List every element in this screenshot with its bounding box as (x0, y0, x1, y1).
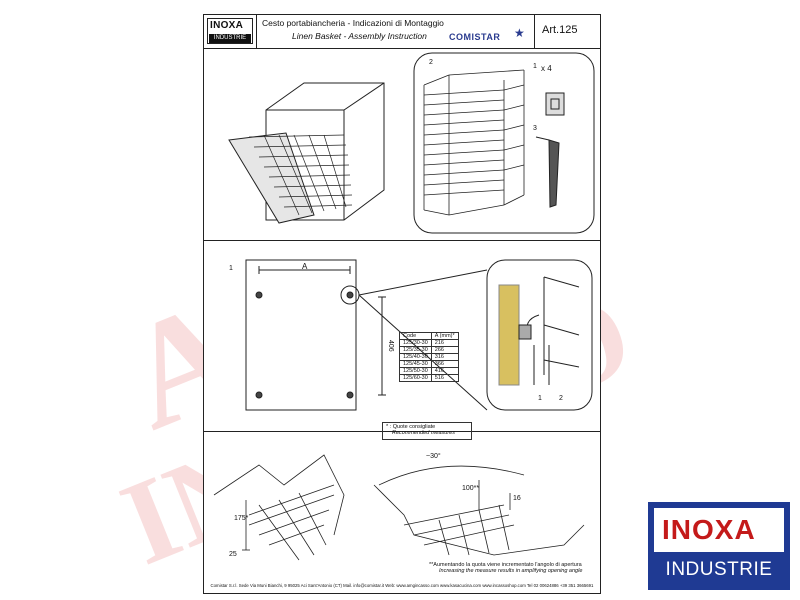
table-cell-code: 125/30-30 (399, 339, 432, 347)
side-view-right (373, 465, 585, 556)
sheet-footer: Comistar S.r.l. Sede Via Muni Bianchi, 9… (210, 583, 594, 588)
cabinet-illustration (228, 82, 385, 224)
dimension-height: 406 (387, 340, 394, 352)
opening-note-it: **Aumentando la quota viene incrementato… (429, 562, 582, 568)
brand-mark: INOXA INDUSTRIE (207, 18, 253, 44)
brand-name: INOXA (210, 20, 244, 31)
table-header-row: Code A (mm)* (399, 332, 459, 340)
star-icon: ★ (514, 26, 525, 40)
table-cell-a: 216 (430, 339, 459, 347)
table-cell-code: 125/60-30 (399, 374, 432, 382)
table-cell-a: 316 (430, 353, 459, 361)
panel-divider-2 (204, 431, 600, 432)
panel-divider-1 (204, 240, 600, 241)
table-cell-code: 125/40-30 (399, 353, 432, 361)
article-number: Art.125 (542, 24, 578, 36)
wire-basket (423, 69, 525, 216)
table-cell-a: 516 (430, 374, 459, 382)
ref-label-plate: 1 (533, 63, 537, 70)
table-cell-code: 125/50-30 (399, 367, 432, 375)
table-cell-code: 125/35-30 (399, 346, 432, 354)
dimension-depth: 100** (462, 485, 480, 492)
recommended-note-en: Recommended measures (392, 430, 455, 436)
parts-box (413, 52, 595, 234)
recommended-note-it: * : Quote consigliate (386, 424, 436, 430)
mounting-layout (245, 259, 593, 411)
sheet-header: INOXA INDUSTRIE Cesto portabiancheria - … (204, 15, 600, 49)
logo-text-top: INOXA (662, 514, 756, 545)
ref-label-detail-1: 1 (538, 395, 542, 402)
table-cell-a: 416 (430, 367, 459, 375)
logo-text-bottom: INDUSTRIE (665, 559, 773, 580)
technical-drawing (213, 52, 595, 561)
ref-label-basket: 2 (429, 59, 433, 66)
dimension-angle: ~30° (426, 453, 441, 460)
table-header-code: Code (399, 332, 432, 340)
table-cell-a: 366 (430, 360, 459, 368)
side-view-left (213, 454, 345, 561)
dimension-a: A (302, 262, 308, 271)
assembly-sheet: INOXA INDUSTRIE Cesto portabiancheria - … (203, 14, 601, 594)
plate-quantity: x 4 (541, 64, 552, 73)
recommended-note: * : Quote consigliate Recommended measur… (382, 422, 472, 440)
dimension-drop: 175* (234, 515, 249, 522)
partner-logo: COMISTAR (449, 32, 501, 42)
title-italian: Cesto portabiancheria - Indicazioni di M… (262, 18, 444, 28)
table-header-a: A (mm)* (430, 332, 459, 340)
table-cell-a: 266 (430, 346, 459, 354)
ref-label-layout: 1 (229, 265, 233, 272)
ref-label-detail-2: 2 (559, 395, 563, 402)
opening-note-en: Increasing the measure results in amplif… (439, 568, 583, 574)
brand-subname: INDUSTRIE (209, 34, 251, 43)
title-english: Linen Basket - Assembly Instruction (292, 31, 427, 41)
ref-label-hook: 3 (533, 125, 537, 132)
inoxa-logo: INOXA INDUSTRIE (648, 502, 790, 590)
table-cell-code: 125/45-30 (399, 360, 432, 368)
dimension-clearance: 16 (513, 495, 521, 502)
dimension-offset: 25 (229, 551, 237, 558)
